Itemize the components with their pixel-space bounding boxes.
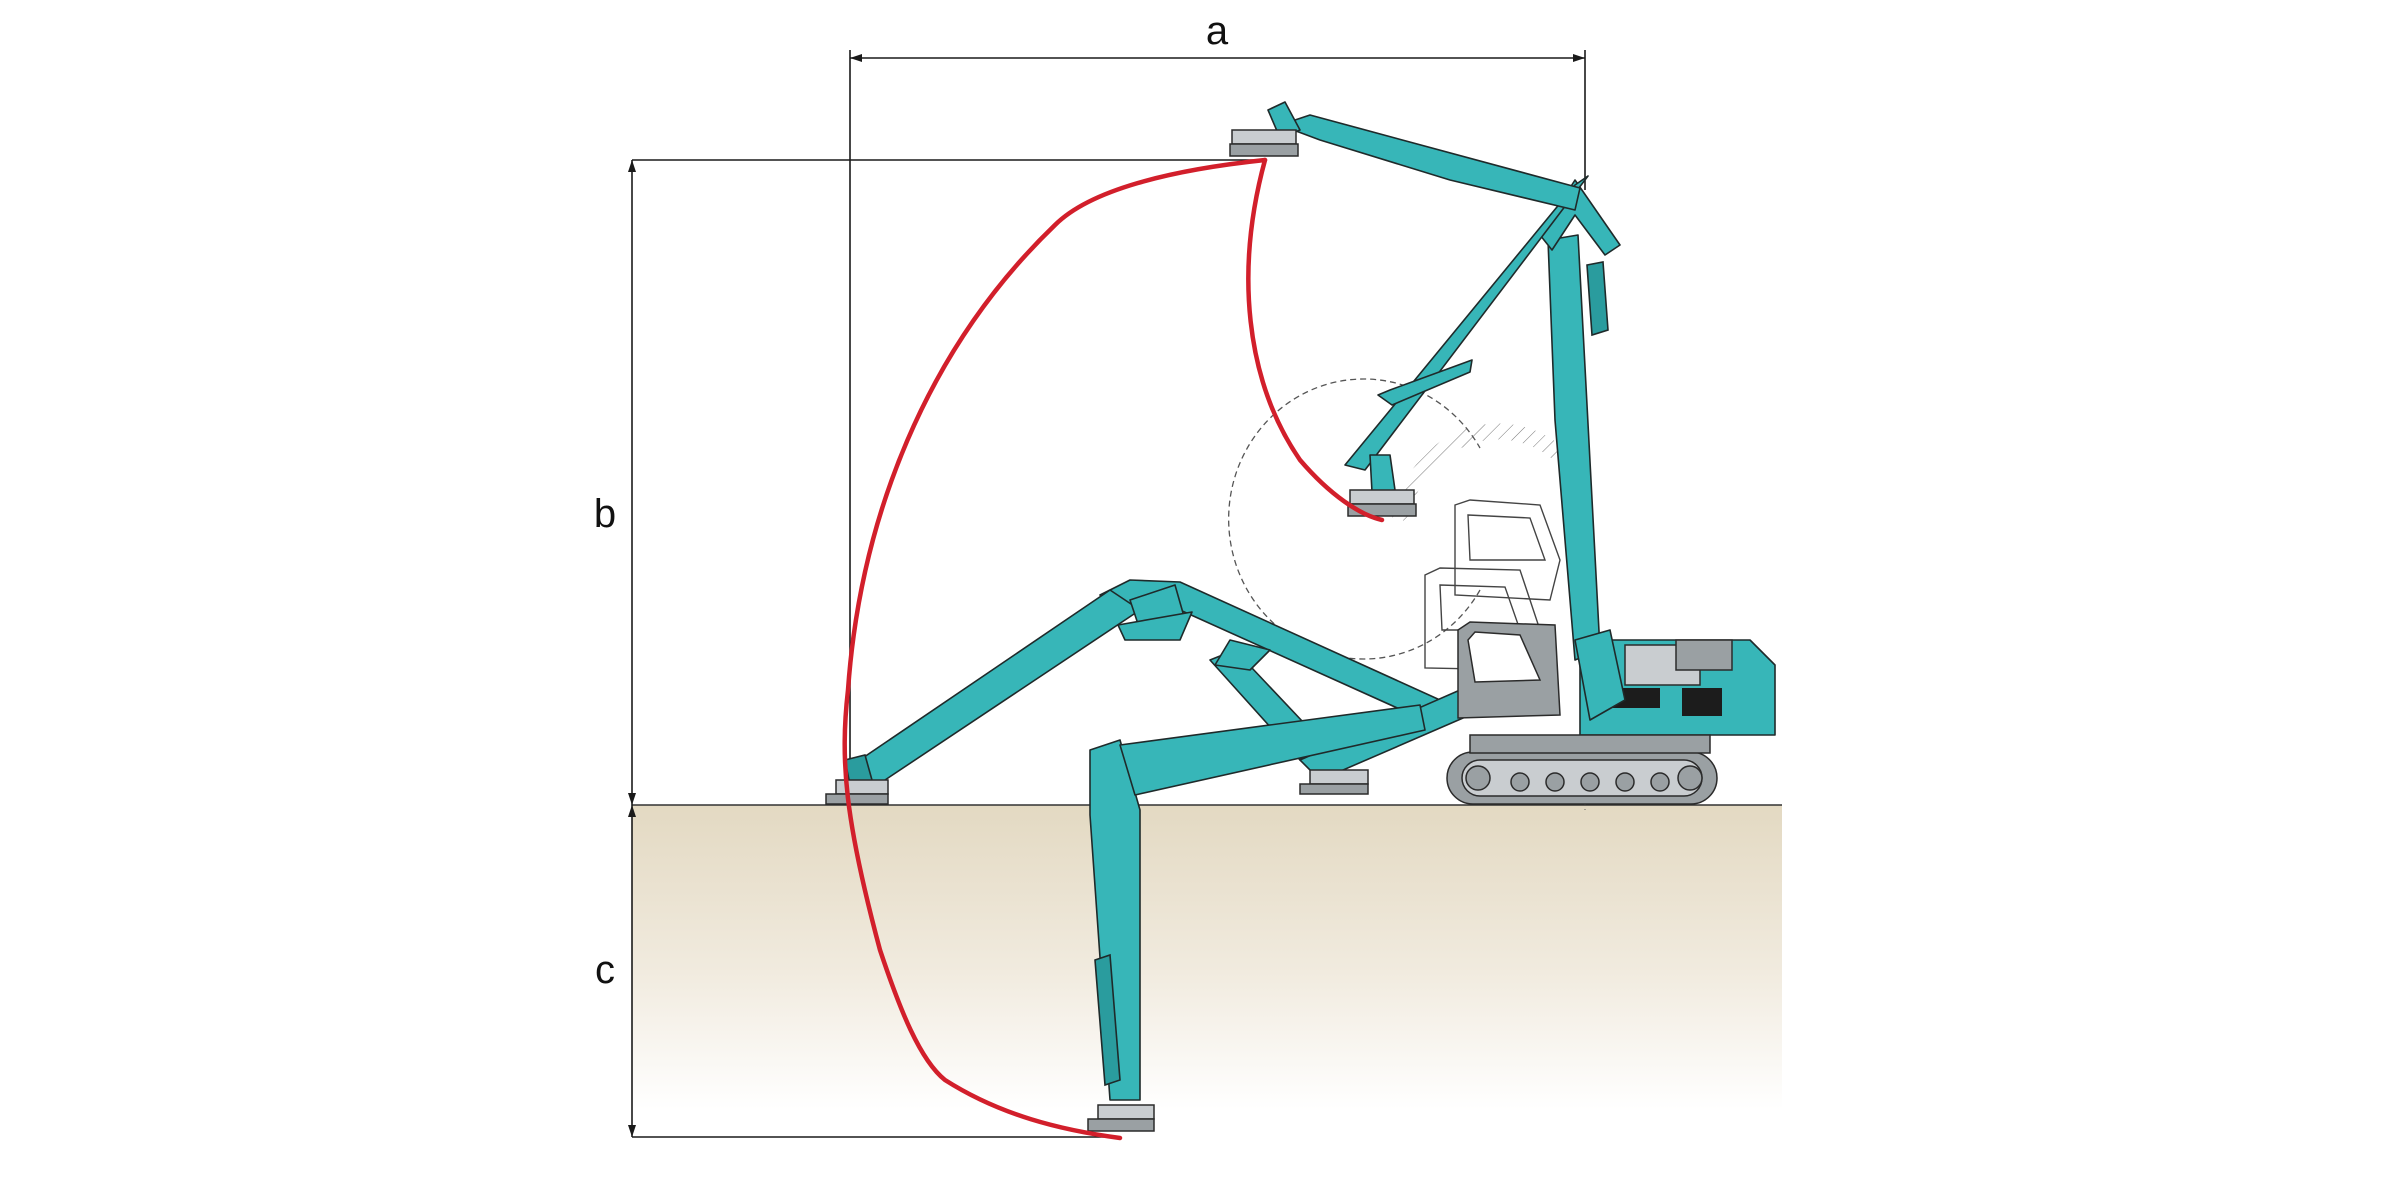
dimension-label-c: c — [595, 948, 615, 992]
working-range-envelope — [842, 157, 1385, 1141]
excavator-body — [1446, 621, 1776, 805]
dimension-c: c — [595, 805, 1120, 1138]
ground — [632, 804, 1782, 1110]
front-attachment-ground-reach — [825, 579, 1441, 805]
dimension-label-b: b — [594, 492, 616, 536]
front-attachment-max-height — [1229, 101, 1621, 661]
dimension-label-a: a — [1206, 9, 1229, 53]
track-rollers — [1465, 765, 1703, 792]
front-attachment-max-depth — [1087, 704, 1426, 1132]
dimension-b: b — [594, 159, 1265, 805]
dimension-a: a — [849, 9, 1586, 805]
